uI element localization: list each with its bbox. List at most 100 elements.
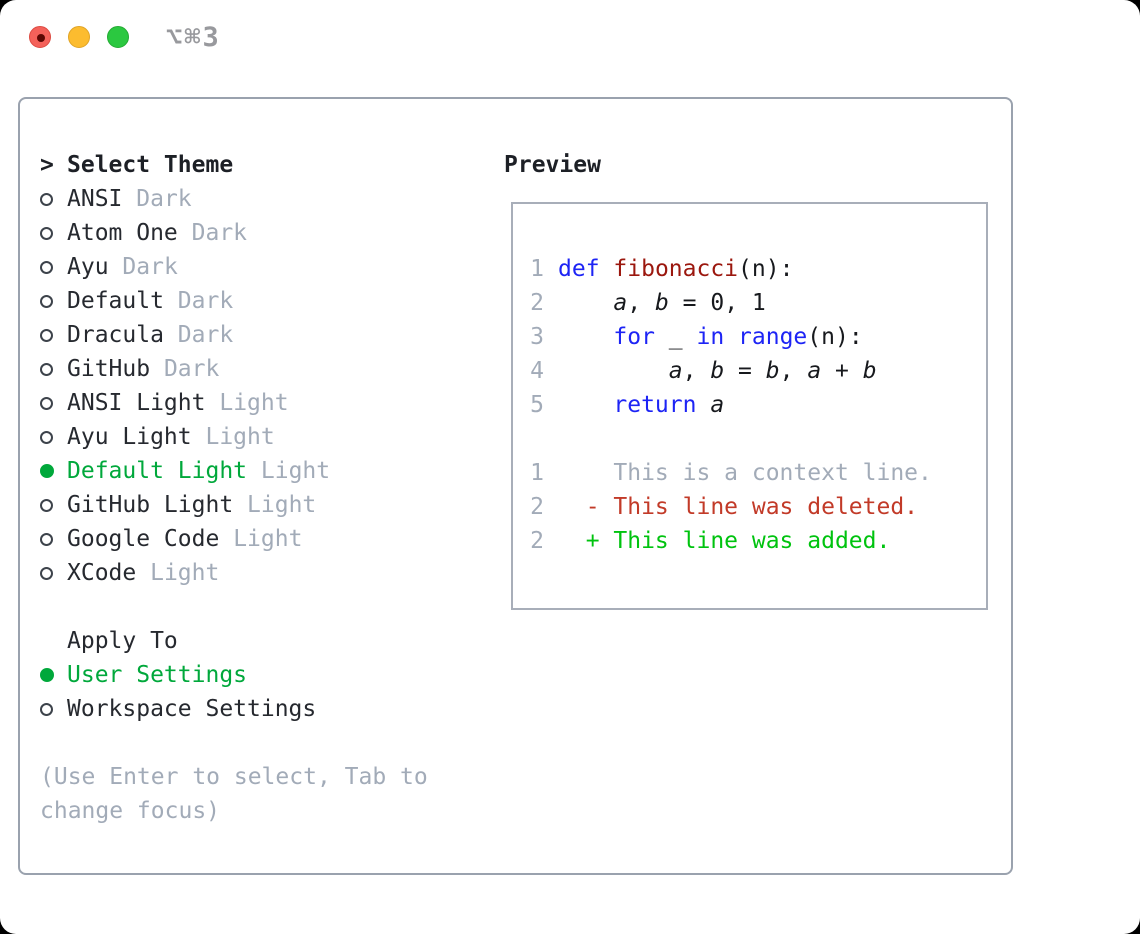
theme-option[interactable]: Default Light Light — [40, 454, 428, 488]
radio-unselected-icon — [40, 192, 67, 206]
radio-unselected-icon — [40, 498, 67, 512]
apply-option[interactable]: User Settings — [40, 658, 428, 692]
code-segment: + — [821, 358, 863, 384]
code-line: 2 + This line was added. — [530, 524, 932, 558]
theme-variant-label: Dark — [163, 356, 220, 382]
theme-option[interactable]: Ayu Light Light — [40, 420, 428, 454]
apply-option-label: Workspace Settings — [67, 696, 317, 722]
code-segment: This is a context line. — [558, 460, 932, 486]
apply-option[interactable]: Workspace Settings — [40, 692, 428, 726]
hint-text: (Use Enter to select, Tab to — [40, 760, 428, 794]
code-line: 2 a, b = 0, 1 — [530, 286, 932, 320]
radio-unselected-icon — [40, 532, 67, 546]
theme-variant-label: Light — [219, 390, 289, 416]
code-segment: b — [654, 290, 669, 316]
code-segment: fibonacci — [613, 256, 739, 282]
zoom-button[interactable] — [107, 26, 129, 48]
line-number: 4 — [530, 358, 544, 384]
radio-unselected-icon — [40, 430, 67, 444]
theme-option[interactable]: Google Code Light — [40, 522, 428, 556]
theme-option-label: Default — [67, 288, 164, 314]
apply-to-header: Apply To — [40, 624, 428, 658]
apply-option-label: User Settings — [67, 662, 248, 688]
theme-option-label: XCode — [67, 560, 137, 586]
theme-variant-label: Dark — [136, 186, 192, 212]
code-segment — [558, 358, 669, 384]
theme-option-label: Ayu — [67, 254, 109, 280]
code-segment: = 0, 1 — [668, 290, 766, 316]
theme-variant-label: Dark — [122, 254, 178, 280]
code-line: 1 This is a context line. — [530, 456, 932, 490]
line-number: 5 — [530, 392, 544, 418]
line-number: 1 — [530, 256, 544, 282]
radio-unselected-icon — [40, 294, 67, 308]
window-title: ⌥⌘3 — [166, 22, 221, 53]
theme-option[interactable]: Default Dark — [40, 284, 428, 318]
theme-variant-label: Light — [247, 492, 317, 518]
theme-variant-label: Dark — [191, 220, 248, 246]
code-segment: range — [738, 324, 808, 350]
theme-option[interactable]: Dracula Dark — [40, 318, 428, 352]
theme-option-label: ANSI — [67, 186, 123, 212]
code-segment: (n): — [738, 256, 794, 282]
radio-unselected-icon — [40, 396, 67, 410]
radio-unselected-icon — [40, 702, 67, 716]
theme-variant-label: Light — [260, 458, 331, 484]
theme-variant-label: Light — [205, 424, 275, 450]
radio-unselected-icon — [40, 226, 67, 240]
theme-option[interactable]: XCode Light — [40, 556, 428, 590]
focus-prompt-icon: > — [40, 152, 54, 178]
radio-unselected-icon — [40, 566, 67, 580]
theme-variant-label: Light — [150, 560, 220, 586]
code-segment — [696, 392, 710, 418]
code-segment: return — [613, 392, 697, 418]
radio-selected-icon — [40, 464, 67, 478]
apply-to-title: Apply To — [67, 628, 178, 654]
code-segment: in — [696, 324, 725, 350]
code-segment: a — [668, 358, 683, 384]
theme-option[interactable]: ANSI Dark — [40, 182, 428, 216]
theme-variant-label: Dark — [177, 322, 234, 348]
theme-option-label: Atom One — [67, 220, 178, 246]
code-segment: , — [627, 290, 655, 316]
code-segment: a — [710, 392, 725, 418]
radio-selected-icon — [40, 668, 67, 682]
theme-option-label: ANSI Light — [67, 390, 206, 416]
theme-option-label: Google Code — [67, 526, 220, 552]
code-segment: a — [613, 290, 628, 316]
code-segment — [558, 290, 613, 316]
code-segment: , — [779, 358, 808, 384]
radio-unselected-icon — [40, 260, 67, 274]
minimize-button[interactable] — [68, 26, 90, 48]
close-button[interactable] — [29, 26, 51, 48]
theme-option[interactable]: Atom One Dark — [40, 216, 428, 250]
theme-variant-label: Light — [233, 526, 303, 552]
theme-option[interactable]: GitHub Light Light — [40, 488, 428, 522]
line-number: 3 — [530, 324, 544, 350]
code-segment: , — [682, 358, 711, 384]
theme-option-label: Ayu Light — [67, 424, 192, 450]
hint-text: change focus) — [40, 794, 428, 828]
line-number: 2 — [530, 494, 544, 520]
theme-option-label: GitHub Light — [67, 492, 234, 518]
theme-option[interactable]: ANSI Light Light — [40, 386, 428, 420]
radio-unselected-icon — [40, 362, 67, 376]
code-segment: = — [724, 358, 766, 384]
code-segment: - This line was deleted. — [558, 494, 919, 520]
theme-option[interactable]: Ayu Dark — [40, 250, 428, 284]
theme-option[interactable]: GitHub Dark — [40, 352, 428, 386]
theme-option-label: Default Light — [67, 458, 248, 484]
code-line: 5 return a — [530, 388, 932, 422]
traffic-lights — [29, 26, 129, 48]
line-number: 2 — [530, 528, 544, 554]
code-segment — [558, 324, 613, 350]
code-segment — [558, 392, 613, 418]
titlebar: ⌥⌘3 — [0, 0, 1140, 76]
theme-variant-label: Dark — [177, 288, 234, 314]
code-segment: b — [710, 358, 725, 384]
code-line: 4 a, b = b, a + b — [530, 354, 932, 388]
